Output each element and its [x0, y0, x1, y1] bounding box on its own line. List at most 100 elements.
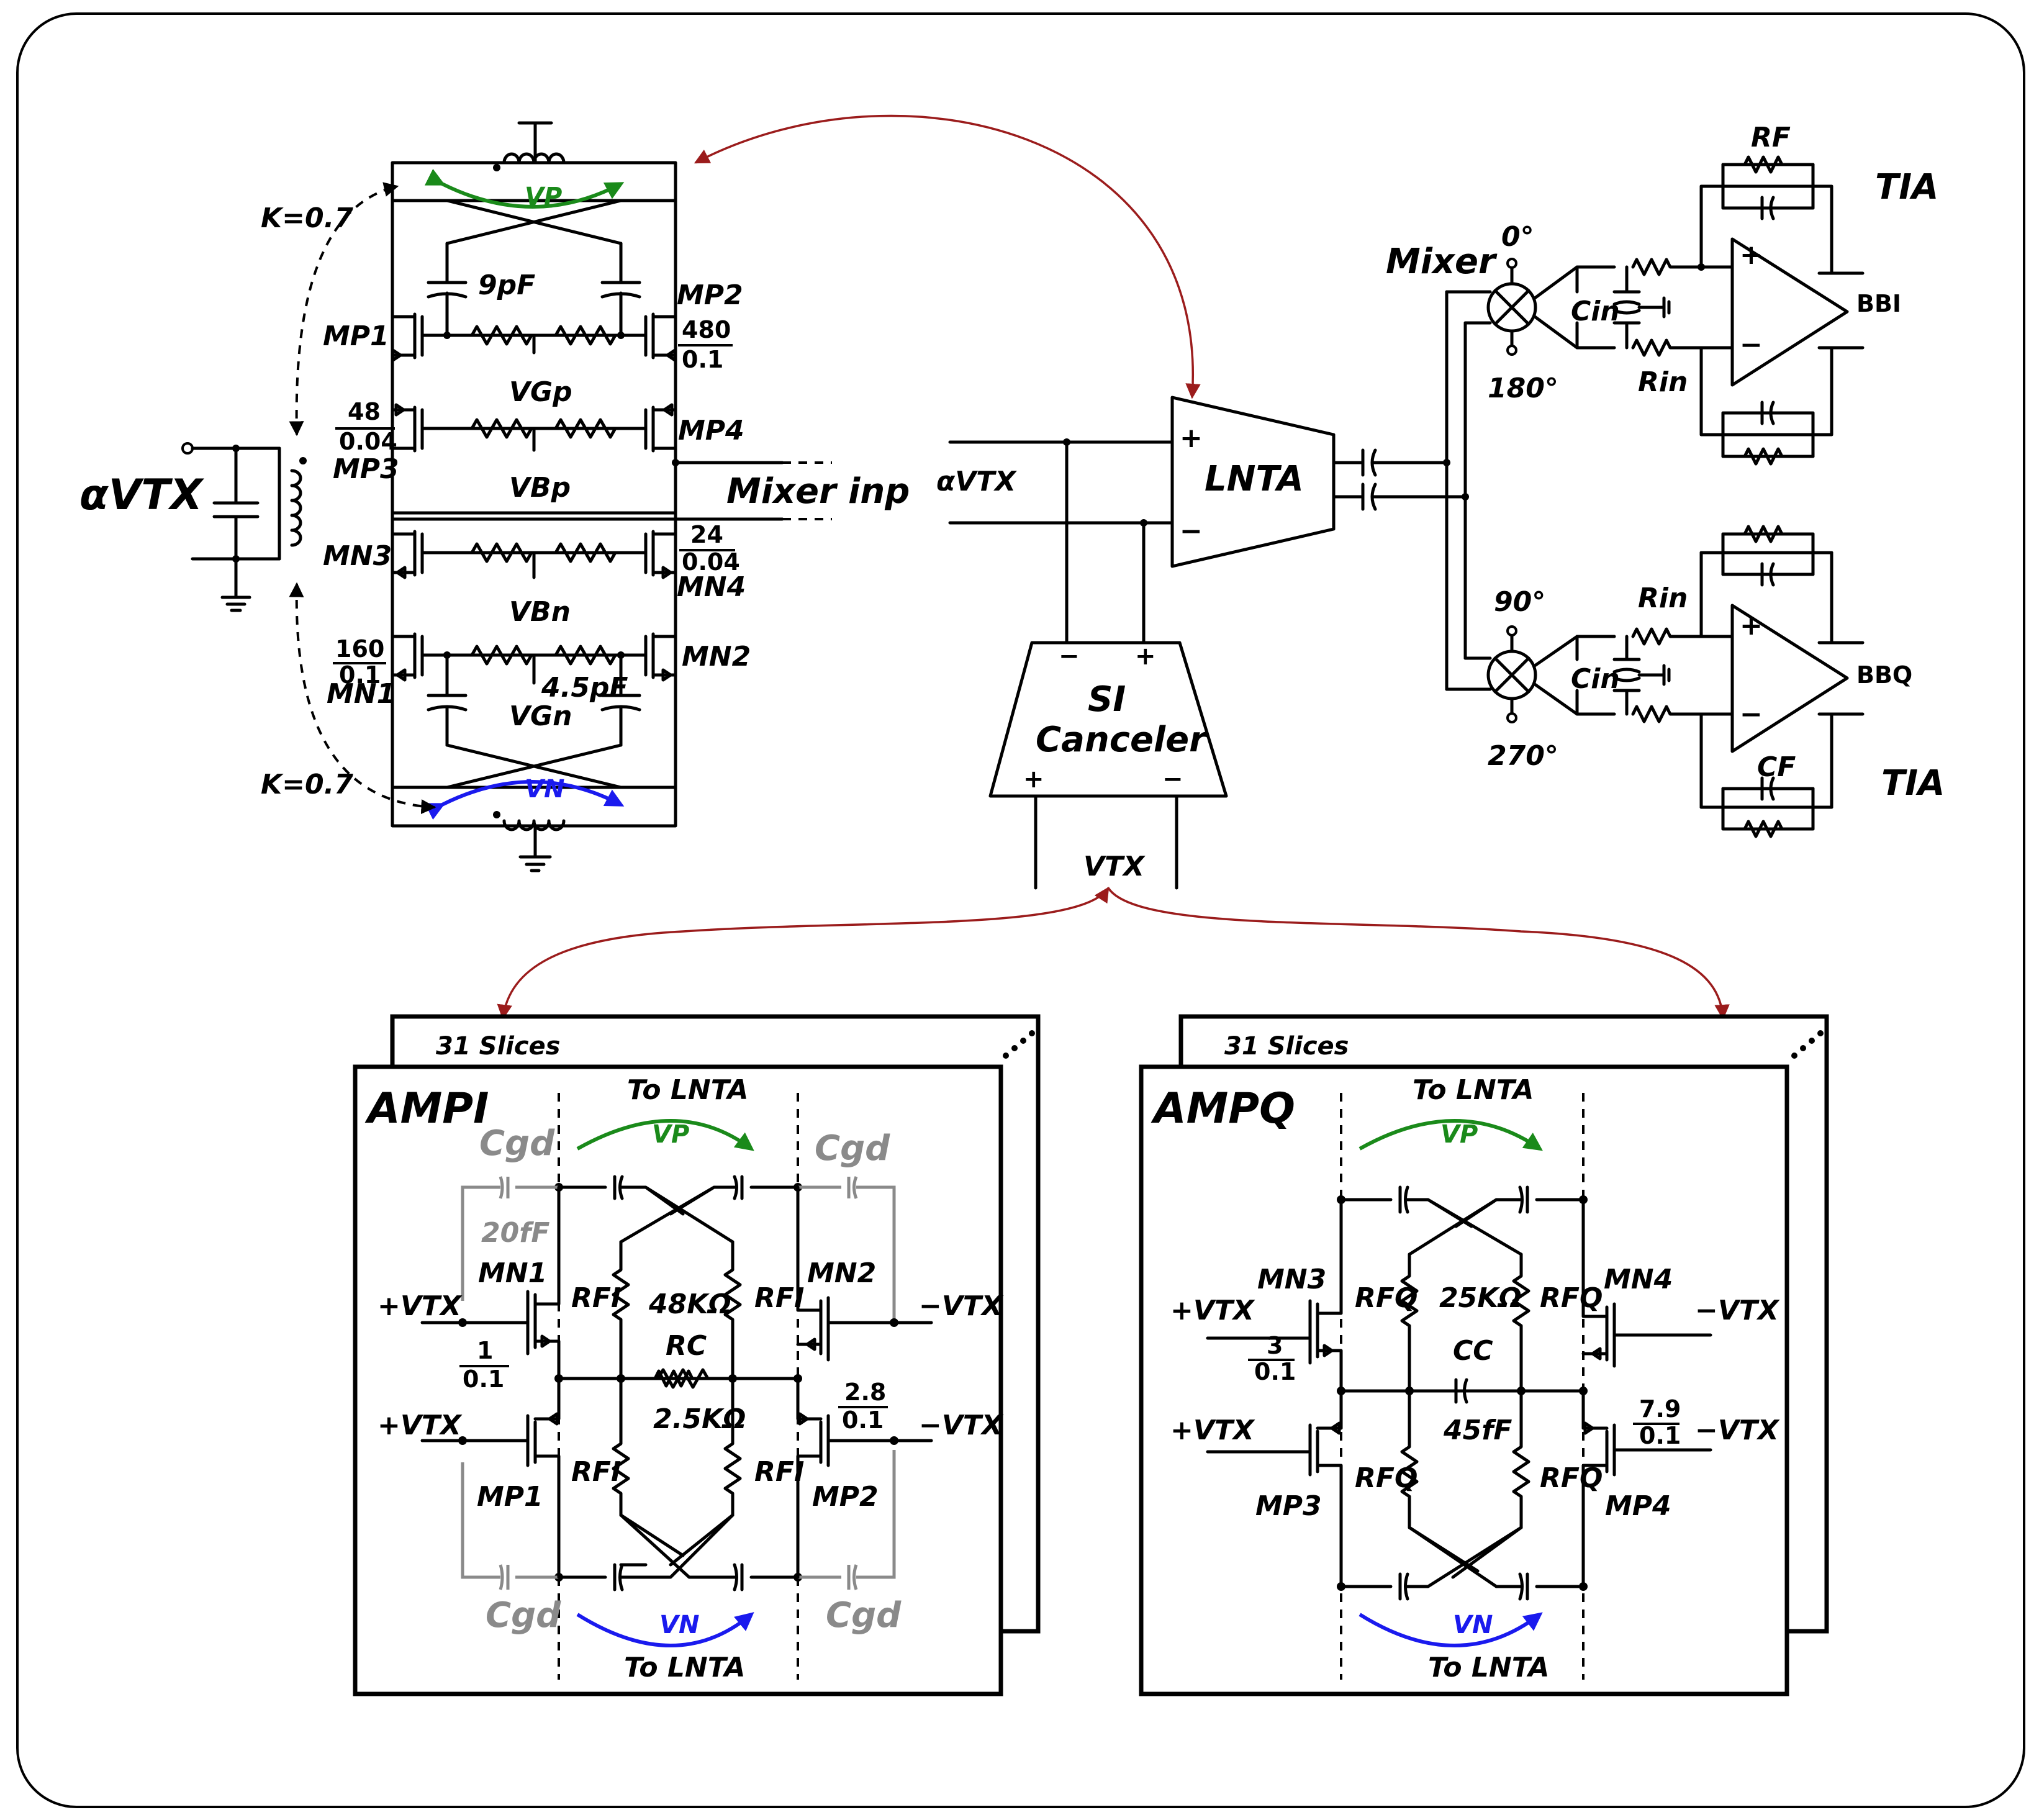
mn2-label: MN2: [682, 641, 751, 672]
amp-i-block: 31 Slices AMPI To LNTA To LNTA VP VN Cgd…: [353, 1014, 1041, 1696]
rx-input-label: αVTX: [936, 466, 1017, 497]
size-mn1-num: 160: [335, 635, 384, 663]
phase-90-label: 90°: [1494, 586, 1545, 618]
amp-i-minus-vtx-1: −VTX: [919, 1290, 1004, 1322]
outer-frame: [16, 12, 2025, 1808]
mp3-label: MP3: [333, 453, 399, 485]
amp-q-rfq-tl: RFQ: [1355, 1282, 1417, 1314]
resistor-mp-right-icon: [554, 325, 617, 346]
amp-i-cgd-br: Cgd: [826, 1595, 902, 1636]
size-mp3-den: 0.04: [339, 428, 397, 455]
amp-q-rfq-br: RFQ: [1540, 1462, 1603, 1494]
inductor-top-icon: [502, 152, 566, 165]
si-canceler-line2: Canceler: [1036, 720, 1208, 760]
size-mn4-num: 24: [690, 521, 723, 548]
rin-i-label: Rin: [1638, 366, 1688, 398]
cap-top-label: 9pF: [478, 269, 535, 301]
amp-q-plus-vtx-2: +VTX: [1170, 1415, 1255, 1446]
size-mp2-num: 480: [682, 316, 731, 343]
amp-i-rfi-br: RFI: [754, 1456, 804, 1488]
amp-i-mn1: MN1: [478, 1257, 547, 1289]
amp-i-title: AMPI: [364, 1084, 489, 1133]
amp-i-minus-vtx-2: −VTX: [919, 1410, 1004, 1441]
phase-270-label: 270°: [1488, 740, 1558, 772]
amp-q-cc: CC: [1453, 1335, 1493, 1367]
amp-q-mn4: MN4: [1604, 1264, 1673, 1295]
cin-i-label: Cin: [1571, 296, 1620, 327]
amp-q-mn3: MN3: [1257, 1264, 1326, 1295]
si-minus-bottom: −: [1162, 765, 1183, 794]
tia-q-plus: +: [1740, 610, 1763, 641]
amp-i-vn: VN: [659, 1611, 699, 1639]
amp-q-size-right-den: 0.1: [1639, 1422, 1681, 1449]
lnta-block: [1170, 396, 1336, 568]
size-mn4-den: 0.04: [682, 548, 740, 576]
tia-bottom-label: TIA: [1881, 763, 1945, 804]
vp-label: VP: [525, 183, 562, 211]
amp-q-size-right-num: 7.9: [1639, 1395, 1681, 1423]
amp-i-r-top: 48KΩ: [648, 1288, 731, 1320]
amp-q-size-left-num: 3: [1267, 1332, 1283, 1359]
amp-i-size-right-num: 2.8: [844, 1379, 886, 1406]
size-mp3-num: 48: [348, 398, 381, 425]
rin-q-label: Rin: [1638, 582, 1688, 614]
tia-i-block: [1730, 237, 1849, 387]
lna-core: αVTX Mixer inp K=0.7 K=0.7 VP VN 9pF 4.5…: [79, 121, 910, 872]
amp-q-vp: VP: [1440, 1120, 1478, 1149]
tia-top-label: TIA: [1875, 167, 1938, 207]
lnta-label: LNTA: [1205, 459, 1304, 499]
amp-q-slices: 31 Slices: [1224, 1032, 1349, 1061]
lnta-plus: +: [1180, 422, 1203, 454]
amp-i-to-lnta-bottom: To LNTA: [624, 1652, 745, 1683]
si-canceler-block: [988, 641, 1228, 798]
mp2-label: MP2: [677, 279, 743, 311]
amp-q-mp4: MP4: [1605, 1490, 1671, 1522]
bbq-label: BBQ: [1856, 661, 1912, 689]
amp-q-to-lnta-top: To LNTA: [1413, 1074, 1534, 1106]
amp-i-rfi-tr: RFI: [754, 1282, 804, 1314]
amp-i-slices: 31 Slices: [436, 1032, 560, 1061]
cin-q-label: Cin: [1571, 663, 1620, 695]
amp-i-rc-value: 2.5KΩ: [653, 1403, 746, 1435]
amp-q-title: AMPQ: [1151, 1084, 1295, 1133]
vgp-label: VGp: [509, 376, 572, 408]
link-vtx-ampq: [1107, 887, 1730, 1020]
size-mn1-den: 0.1: [339, 661, 381, 689]
mp4-label: MP4: [678, 415, 744, 446]
si-plus-top: +: [1135, 642, 1156, 671]
lnta-minus: −: [1180, 515, 1203, 547]
amp-q-rfq-bl: RFQ: [1355, 1462, 1417, 1494]
link-vtx-ampi: [497, 886, 1110, 1020]
transformer-coil-icon: [290, 469, 302, 547]
si-canceler-line1: SI: [1088, 679, 1126, 720]
amp-q-minus-vtx-1: −VTX: [1695, 1295, 1780, 1326]
amp-q-size-left-den: 0.1: [1254, 1358, 1296, 1385]
amp-i-mp2: MP2: [812, 1481, 879, 1513]
mixer-input-label: Mixer inp: [726, 471, 910, 512]
tia-q-minus: −: [1740, 699, 1763, 730]
amp-i-rc: RC: [666, 1330, 707, 1362]
tia-i-minus: −: [1740, 329, 1763, 361]
mn1-label: MN1: [327, 678, 396, 710]
amp-q-mp3: MP3: [1255, 1490, 1322, 1522]
mn4-label: MN4: [677, 571, 746, 603]
amp-i-cgd-value: 20fF: [481, 1217, 549, 1249]
vbp-label: VBp: [509, 472, 571, 504]
mn3-label: MN3: [323, 540, 392, 572]
amp-i-size-right-den: 0.1: [842, 1406, 884, 1434]
amp-q-minus-vtx-2: −VTX: [1695, 1415, 1780, 1446]
vtx-label: VTX: [1083, 851, 1146, 882]
vn-label: VN: [525, 775, 564, 804]
mp1-label: MP1: [323, 320, 389, 352]
cf-label: CF: [1757, 751, 1796, 783]
coupling-top-label: K=0.7: [261, 202, 353, 234]
size-mp2-den: 0.1: [682, 346, 723, 373]
amp-i-rfi-bl: RFI: [571, 1456, 621, 1488]
mixer-label: Mixer: [1386, 242, 1498, 282]
amp-i-vp: VP: [652, 1120, 689, 1149]
amp-q-plus-vtx-1: +VTX: [1170, 1295, 1255, 1326]
rf-label: RF: [1751, 122, 1791, 153]
phase-0-label: 0°: [1501, 221, 1534, 253]
tia-q-block: [1730, 604, 1849, 753]
